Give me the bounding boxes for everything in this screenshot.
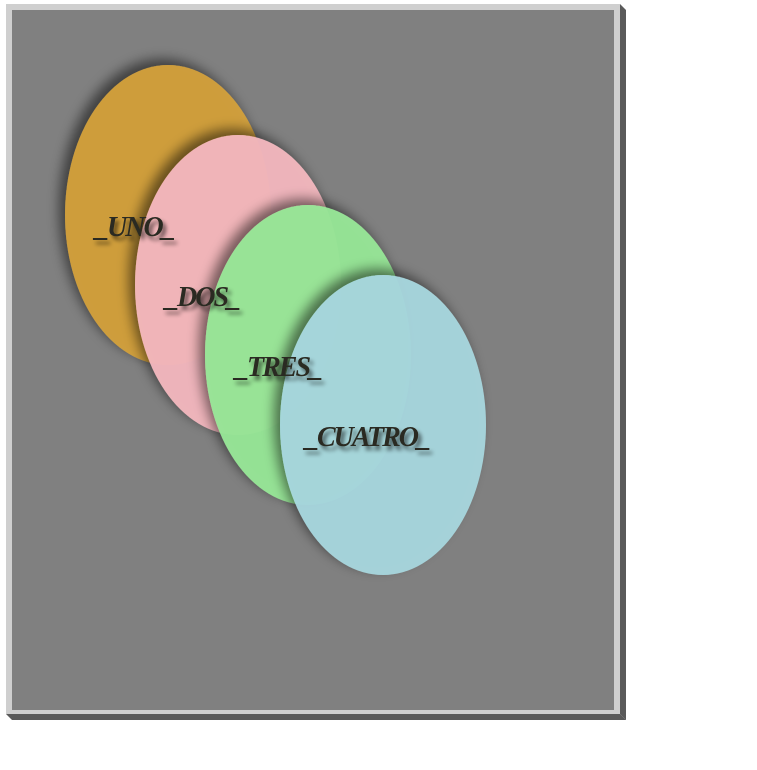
ellipse-label-3: _TRES_ bbox=[232, 352, 322, 383]
ellipse-4 bbox=[280, 275, 486, 575]
ellipse-label-2: _DOS_ bbox=[162, 282, 240, 313]
ellipse-label-1: _UNO_ bbox=[92, 212, 175, 243]
ellipse-label-4: _CUATRO_ bbox=[302, 422, 430, 453]
